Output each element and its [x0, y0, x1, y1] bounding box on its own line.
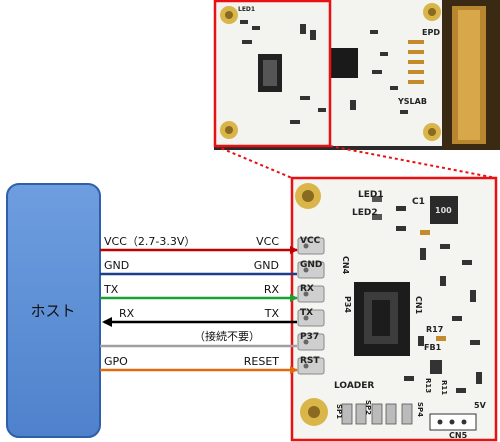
- fb1-label: FB1: [424, 343, 442, 352]
- pin-label-gnd: GND: [300, 260, 322, 270]
- pin-label-vcc: VCC: [300, 236, 321, 246]
- wire-vcc-host-label: VCC（2.7-3.3V）: [104, 235, 195, 248]
- pin-label-rst: RST: [300, 356, 320, 366]
- c1-label: C1: [412, 197, 425, 207]
- board-overview-photo: LED1 EPD YSLAB: [213, 0, 500, 150]
- cn5-label: CN5: [449, 431, 468, 440]
- wire-reset-board-label: RESET: [244, 355, 280, 368]
- wire-rx-host-label: RX: [119, 307, 135, 320]
- sp4-label: SP4: [416, 402, 424, 417]
- overview-highlight-frame: [213, 0, 332, 148]
- zoom-highlight-frame: [290, 176, 498, 442]
- wire-tx-host-label: TX: [103, 283, 119, 296]
- r11-label: R11: [440, 380, 448, 395]
- loader-label: LOADER: [334, 381, 374, 391]
- cn1-label: CN1: [414, 296, 423, 315]
- wire-gnd-host-label: GND: [104, 259, 129, 272]
- overview-yslab-label: YSLAB: [397, 97, 427, 106]
- overview-led1-label: LED1: [238, 6, 255, 13]
- r17-label: R17: [426, 325, 443, 334]
- capacitor-value-label: 100: [435, 206, 452, 215]
- board-zoom-photo: 100 LED1 LED2 C1 LOADER CN1: [290, 176, 498, 442]
- led2-label: LED2: [352, 208, 378, 218]
- host-box: [6, 183, 101, 438]
- host-label: ホスト: [30, 302, 75, 320]
- sp2-label: SP2: [364, 400, 372, 415]
- p34-label: P34: [343, 296, 352, 313]
- 5v-label: 5V: [474, 401, 487, 410]
- sp1-label: SP1: [335, 404, 343, 419]
- wire-reset-host-label: GPO: [104, 355, 128, 368]
- pin-label-p37: P37: [300, 332, 319, 342]
- zoom-line-left: [215, 145, 293, 179]
- overview-epd-label: EPD: [422, 28, 440, 37]
- led1-label: LED1: [358, 190, 384, 200]
- wire-tx-board-label: RX: [264, 283, 280, 296]
- pin-label-tx: TX: [300, 308, 313, 318]
- wire-rx-board-label: TX: [264, 307, 280, 320]
- wire-vcc-board-label: VCC: [256, 235, 279, 248]
- zoom-line-right: [329, 145, 497, 179]
- wire-gnd-board-label: GND: [254, 259, 279, 272]
- wire-unconnected-note: （接続不要）: [194, 329, 260, 343]
- pin-label-rx: RX: [300, 284, 314, 294]
- r13-label: R13: [424, 378, 432, 393]
- cn4-label: CN4: [341, 256, 350, 275]
